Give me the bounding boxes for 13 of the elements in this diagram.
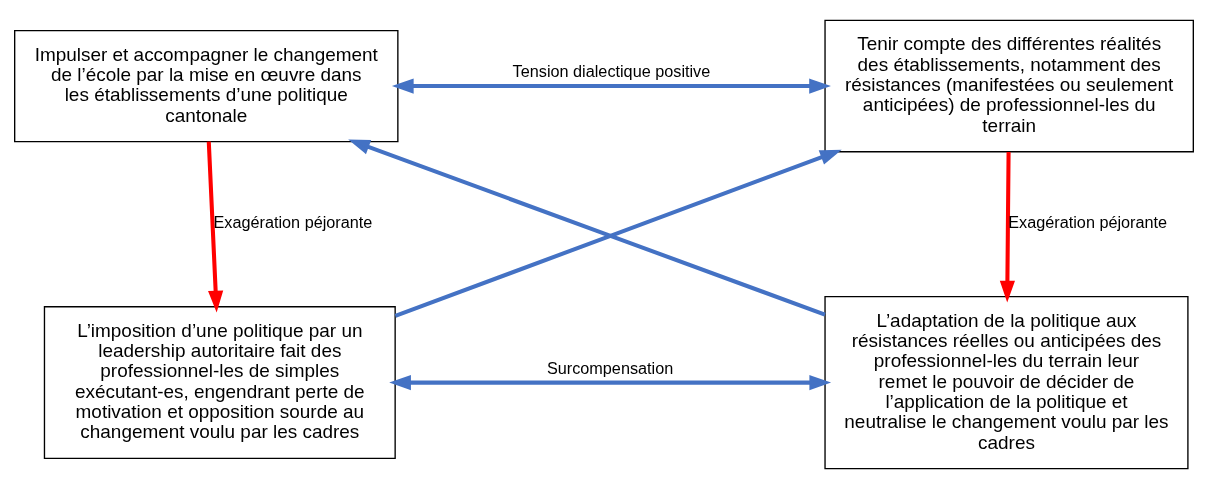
node-box: L’adaptation de la politique aux résistances réelles ou anticipées des professionnel-les du terrain leur remet le pouvoir de décider de l’application de la politique et neutralise le changement voulu par les cadres — [824, 295, 1189, 469]
arrow — [348, 139, 826, 316]
edge-label: Surcompensation — [546, 358, 674, 377]
node-box: Tenir compte des différentes réalités des établissements, notamment des résistances (manifestées ou seulement anticipées) de professionnel-les du terrain — [824, 19, 1194, 152]
arrow — [999, 151, 1015, 302]
node-box: Impulser et accompagner le changement de l’école par la mise en œuvre dans les établissements d’une politique cantonale — [14, 29, 399, 142]
node-box: L’imposition d’une politique par un leadership autoritaire fait des professionnel-les de simples exécutant-es, engendrant perte de motivation et opposition sourde au changement voulu par les cadres — [43, 305, 396, 459]
arrow — [394, 149, 842, 318]
arrow — [389, 374, 832, 390]
edge-label: Exagération péjorante — [213, 212, 373, 231]
arrow — [206, 141, 224, 312]
arrow — [391, 78, 831, 94]
edge-label: Tension dialectique positive — [512, 61, 711, 80]
